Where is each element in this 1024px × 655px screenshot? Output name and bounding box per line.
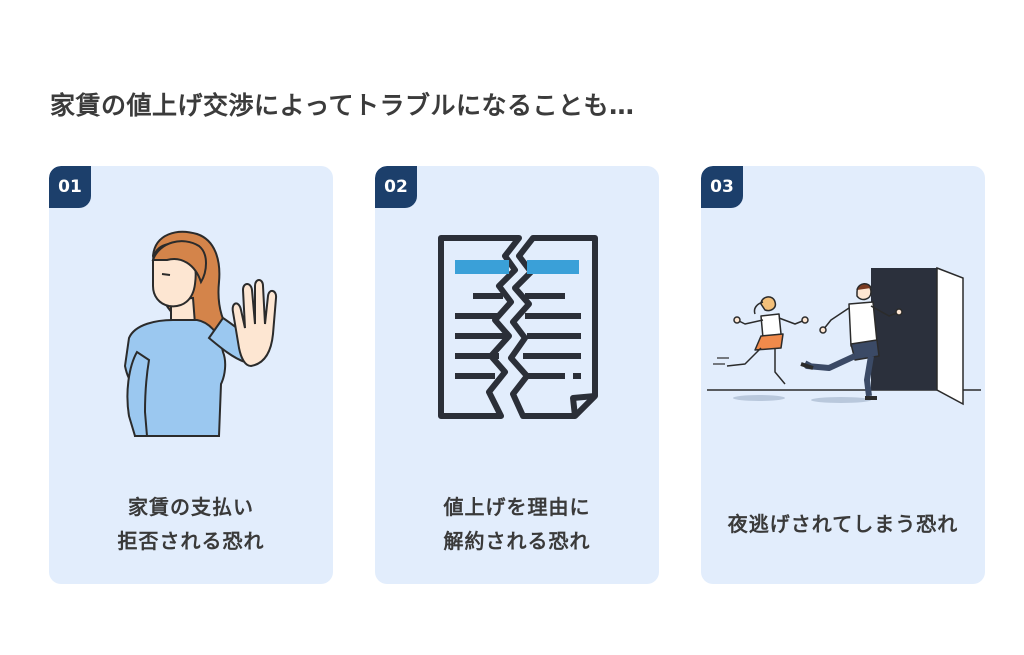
card-number-badge: 03	[701, 166, 743, 208]
card-rent-refusal: 01 家賃の支払い 拒否される恐れ	[49, 166, 333, 584]
card-lease-termination: 02 値上げを理由に 解約される恐れ	[375, 166, 659, 584]
caption-line: 解約される恐れ	[443, 529, 591, 553]
card-skip-out: 03	[701, 166, 985, 584]
caption-line: 拒否される恐れ	[117, 529, 265, 553]
card-number-badge: 02	[375, 166, 417, 208]
torn-contract-document-icon	[438, 235, 598, 419]
page-title: 家賃の値上げ交渉によってトラブルになることも…	[50, 91, 635, 120]
people-running-out-door-icon	[707, 266, 981, 406]
card-number-badge: 01	[49, 166, 91, 208]
caption-line: 家賃の支払い	[128, 495, 254, 519]
caption-line: 夜逃げされてしまう恐れ	[727, 512, 959, 536]
caption-line: 値上げを理由に	[443, 495, 591, 519]
woman-refusing-hand-icon	[123, 230, 278, 437]
card-caption: 値上げを理由に 解約される恐れ	[375, 488, 659, 560]
card-caption: 夜逃げされてしまう恐れ	[701, 488, 985, 560]
card-caption: 家賃の支払い 拒否される恐れ	[49, 488, 333, 560]
